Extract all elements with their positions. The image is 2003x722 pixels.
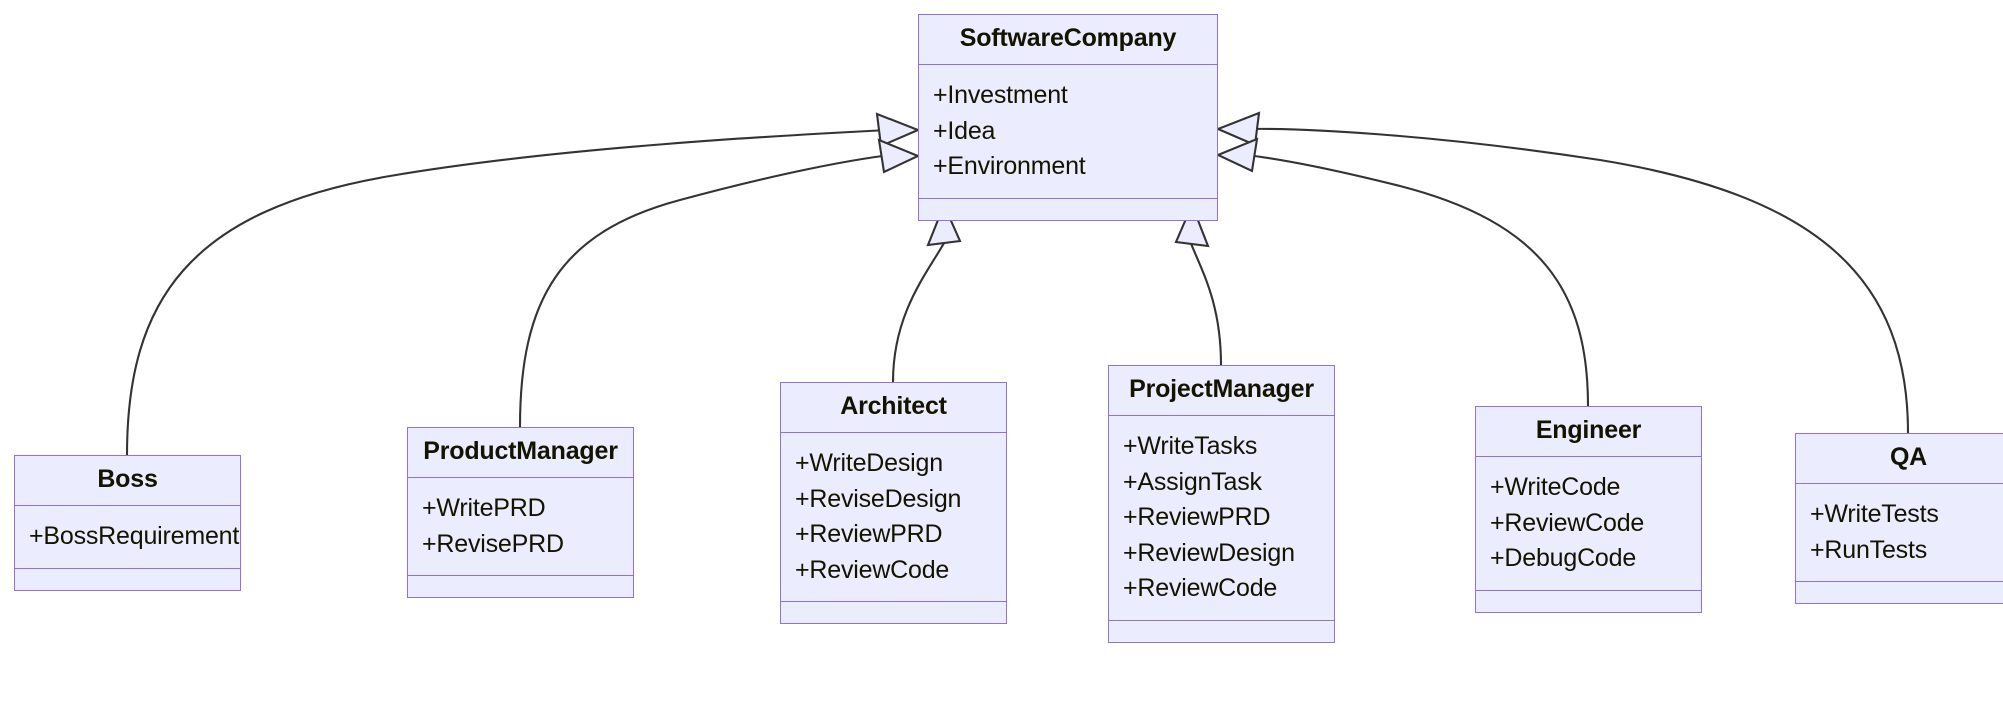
attribute-row: +AssignTask — [1123, 467, 1262, 496]
class-attributes-engineer: +WriteCode +ReviewCode +DebugCode — [1476, 457, 1701, 591]
attribute-row: +Idea — [933, 116, 996, 145]
class-node-engineer[interactable]: Engineer +WriteCode +ReviewCode +DebugCo… — [1475, 406, 1702, 613]
class-methods-architect — [781, 602, 1006, 623]
class-title-software-company: SoftwareCompany — [919, 15, 1217, 65]
attribute-row: +ReviewPRD — [795, 520, 943, 548]
class-methods-qa — [1796, 582, 2003, 603]
class-attributes-project-manager: +WriteTasks +AssignTask +ReviewPRD +Revi… — [1109, 416, 1334, 621]
class-node-architect[interactable]: Architect +WriteDesign +ReviseDesign +Re… — [780, 382, 1007, 624]
class-node-software-company[interactable]: SoftwareCompany +Investment +Idea +Envir… — [918, 14, 1218, 221]
attribute-row: +Investment — [933, 81, 1068, 109]
attribute-row: +WriteTasks — [1123, 432, 1258, 460]
class-node-qa[interactable]: QA +WriteTests +RunTests — [1795, 433, 2003, 604]
class-attributes-product-manager: +WritePRD +RevisePRD — [408, 478, 633, 576]
attribute-row: +ReviewCode — [1490, 508, 1645, 537]
attribute-row: +WriteCode — [1490, 473, 1621, 501]
attribute-row: +ReviseDesign — [795, 484, 962, 513]
attribute-row: +ReviewCode — [795, 555, 950, 584]
attribute-row: +RevisePRD — [422, 529, 564, 558]
attribute-row: +WritePRD — [422, 494, 546, 522]
attribute-row: +ReviewDesign — [1123, 538, 1295, 567]
attribute-row: +WriteTests — [1810, 500, 1939, 528]
attribute-row: +WriteDesign — [795, 449, 943, 477]
attribute-row: +Environment — [933, 152, 1086, 180]
arrowhead-boss — [875, 112, 921, 148]
class-attributes-software-company: +Investment +Idea +Environment — [919, 65, 1217, 199]
edge-boss-to-company — [125, 128, 889, 456]
class-methods-project-manager — [1109, 621, 1334, 642]
class-methods-product-manager — [408, 576, 633, 597]
class-node-product-manager[interactable]: ProductManager +WritePRD +RevisePRD — [407, 427, 634, 598]
class-methods-boss — [15, 569, 240, 590]
class-node-project-manager[interactable]: ProjectManager +WriteTasks +AssignTask +… — [1108, 365, 1335, 643]
attribute-row: +RunTests — [1810, 535, 1928, 564]
class-title-qa: QA — [1796, 434, 2003, 484]
class-title-project-manager: ProjectManager — [1109, 366, 1334, 416]
class-title-boss: Boss — [15, 456, 240, 506]
class-title-product-manager: ProductManager — [408, 428, 633, 478]
class-node-boss[interactable]: Boss +BossRequirement — [14, 455, 241, 591]
arrowhead-qa — [1215, 111, 1261, 147]
class-methods-engineer — [1476, 591, 1701, 612]
class-title-architect: Architect — [781, 383, 1006, 433]
attribute-row: +BossRequirement — [29, 522, 240, 550]
edge-project-manager-to-company — [1187, 235, 1223, 366]
edge-qa-to-company — [1247, 127, 1910, 434]
class-title-engineer: Engineer — [1476, 407, 1701, 457]
attribute-row: +DebugCode — [1490, 544, 1637, 572]
class-methods-software-company — [919, 199, 1217, 220]
edge-architect-to-company — [891, 235, 949, 383]
class-attributes-boss: +BossRequirement — [15, 506, 240, 569]
arrowhead-engineer — [1215, 137, 1259, 173]
class-attributes-architect: +WriteDesign +ReviseDesign +ReviewPRD +R… — [781, 433, 1006, 602]
arrowhead-product-manager — [877, 138, 921, 174]
class-attributes-qa: +WriteTests +RunTests — [1796, 484, 2003, 582]
attribute-row: +ReviewPRD — [1123, 503, 1271, 531]
attribute-row: +ReviewCode — [1123, 574, 1278, 602]
